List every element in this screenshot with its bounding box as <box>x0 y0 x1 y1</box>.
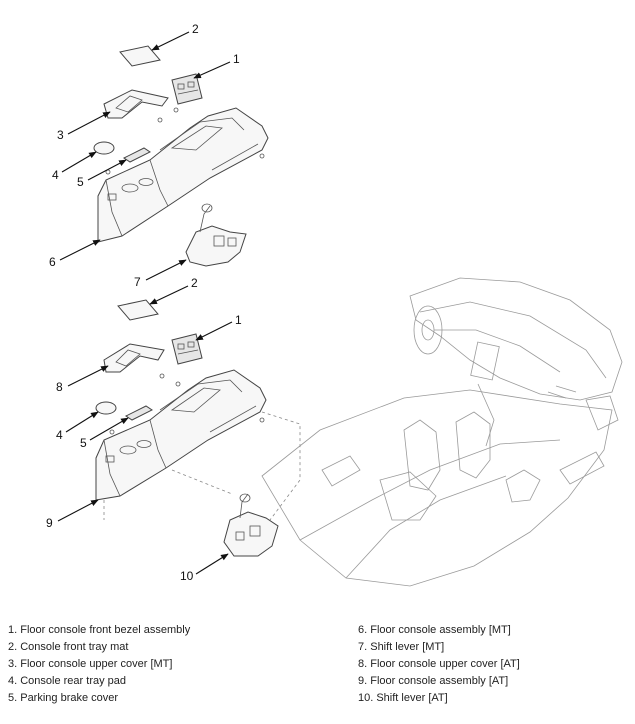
leader-4-bottom <box>65 411 99 433</box>
exploded-parts-diagram: 2 1 3 4 5 6 7 2 1 8 4 5 9 10 <box>46 22 623 587</box>
callout-4-bottom: 4 <box>56 428 63 442</box>
callout-8-bottom: 8 <box>56 380 63 394</box>
callout-5-top: 5 <box>77 175 84 189</box>
callout-4-top: 4 <box>52 168 59 182</box>
mt-console-group <box>93 45 269 267</box>
callout-3-top: 3 <box>57 128 64 142</box>
leader-3-top <box>67 111 111 135</box>
leader-1-bottom <box>195 321 233 341</box>
leader-7-top <box>145 259 187 281</box>
leader-2-top <box>151 31 190 51</box>
callout-1-top: 1 <box>233 52 240 66</box>
leader-5-bottom <box>89 417 129 441</box>
callout-6-top: 6 <box>49 255 56 269</box>
floor-console-front-bezel-at <box>171 333 203 365</box>
floor-console-assembly-mt <box>97 107 269 243</box>
callout-10-bottom: 10 <box>180 569 194 583</box>
shift-lever-mt <box>185 203 247 267</box>
callout-2-top: 2 <box>192 22 199 36</box>
console-rear-tray-pad-at <box>95 401 117 415</box>
leader-4-top <box>61 151 97 173</box>
legend-item-2: 2. Console front tray mat <box>8 641 129 653</box>
vehicle-interior-sketch <box>261 277 623 587</box>
legend-item-6: 6. Floor console assembly [MT] <box>358 624 511 636</box>
legend-right-column: 6. Floor console assembly [MT] 7. Shift … <box>358 622 520 707</box>
callout-2-bottom: 2 <box>191 276 198 290</box>
floor-console-assembly-at <box>95 369 267 501</box>
legend-item-9: 9. Floor console assembly [AT] <box>358 675 509 687</box>
legend-item-4: 4. Console rear tray pad <box>8 675 127 687</box>
legend-item-3: 3. Floor console upper cover [MT] <box>8 658 173 670</box>
legend-item-10: 10. Shift lever [AT] <box>358 692 448 704</box>
callout-7-top: 7 <box>134 275 141 289</box>
leader-1-top <box>193 61 231 79</box>
legend-item-1: 1. Floor console front bezel assembly <box>8 624 191 636</box>
floor-console-upper-cover-mt <box>103 89 169 119</box>
callout-9-bottom: 9 <box>46 516 53 530</box>
legend-left-column: 1. Floor console front bezel assembly 2.… <box>8 622 190 707</box>
callout-1-bottom: 1 <box>235 313 242 327</box>
leader-8-bottom <box>67 365 109 387</box>
leader-10-bottom <box>195 553 229 575</box>
at-console-group <box>95 299 301 557</box>
leader-6-top <box>59 239 101 261</box>
callout-5-bottom: 5 <box>80 436 87 450</box>
leader-5-top <box>87 159 127 181</box>
floor-console-upper-cover-at <box>103 343 165 373</box>
floor-console-front-bezel-mt <box>171 73 203 105</box>
console-front-tray-mat-mt <box>119 45 161 67</box>
leader-2-bottom <box>149 285 189 305</box>
parking-brake-cover-at <box>125 405 153 421</box>
legend-item-7: 7. Shift lever [MT] <box>358 641 445 653</box>
leader-9-bottom <box>57 499 99 522</box>
legend-item-8: 8. Floor console upper cover [AT] <box>358 658 520 670</box>
legend-item-5: 5. Parking brake cover <box>8 692 119 704</box>
console-rear-tray-pad-mt <box>93 141 115 155</box>
console-front-tray-mat-at <box>117 299 159 321</box>
parking-brake-cover-mt <box>123 147 151 163</box>
shift-lever-at <box>223 493 279 557</box>
